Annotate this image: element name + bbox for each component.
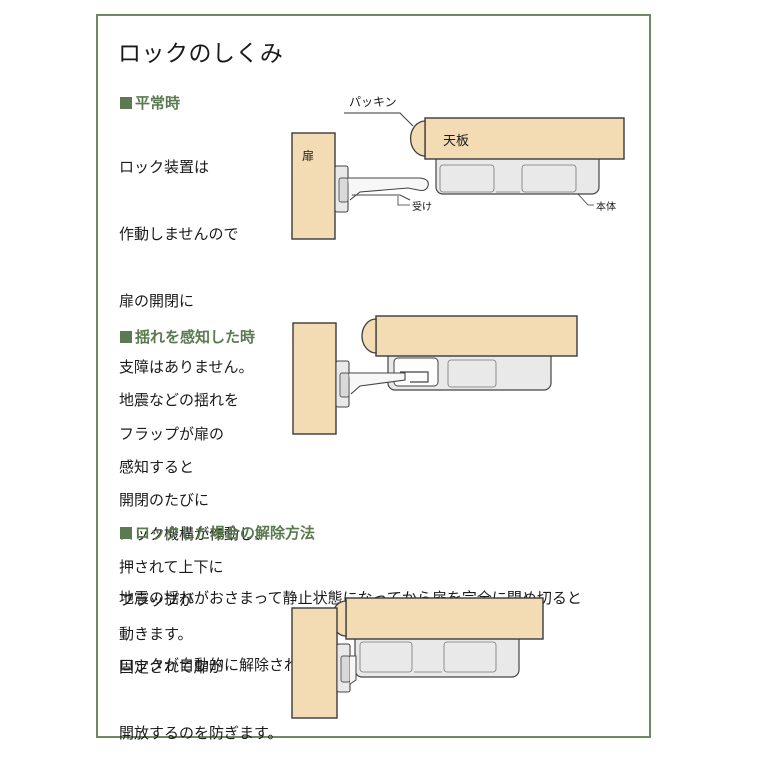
receiver-bracket-inner: [339, 372, 350, 398]
page-title: ロックのしくみ: [118, 41, 284, 67]
receiver-bracket-inner: [340, 655, 351, 683]
receiver-bracket-inner: [338, 177, 349, 203]
flap-shape: [348, 177, 429, 201]
text-line: フラップが: [119, 591, 195, 610]
text-line: 開放するのを防ぎます。: [119, 724, 283, 743]
top-board-shape: [345, 597, 544, 640]
text-line: フラップが扉の: [119, 424, 225, 443]
flap-shape: [349, 372, 406, 395]
leader-line: [577, 193, 594, 206]
leader-line: [397, 196, 410, 206]
text-line: ロック機構が作動し、: [119, 524, 270, 543]
receiver-arm: [352, 194, 411, 201]
text-line: 感知すると: [119, 458, 195, 477]
top-board-label: 天板: [443, 134, 469, 149]
top-board-shape: [424, 117, 625, 160]
section-heading-normal: 平常時: [120, 92, 180, 113]
main-body-label: 本体: [596, 200, 616, 213]
body-pocket: [447, 359, 497, 388]
receiver-label: 受け: [412, 201, 432, 213]
door-shape: [291, 132, 336, 240]
text-line: 動きます。: [119, 624, 193, 643]
text-line: 作動しませんので: [119, 225, 239, 244]
packing-shape: [409, 120, 426, 157]
text-line: 固定されて扉が: [119, 657, 224, 676]
lock-hook: [400, 371, 429, 383]
text-line: 扉の開閉に: [119, 291, 195, 310]
text-line: ロック装置は: [119, 158, 210, 177]
square-bullet-icon: [120, 97, 132, 109]
body-pocket: [359, 641, 413, 673]
packing-label: パッキン: [349, 95, 397, 109]
text-line: ロックが自動的に解除されます。: [119, 656, 343, 675]
square-bullet-icon: [120, 527, 132, 539]
top-board-shape: [375, 315, 578, 357]
section-heading-label: ロックした場合の解除方法: [135, 524, 316, 542]
section-heading-shaking: 揺れを感知した時: [120, 326, 255, 347]
door-shape: [291, 607, 338, 719]
body-pocket: [521, 164, 577, 193]
text-line: 押されて上下に: [119, 558, 224, 577]
body-pocket: [439, 164, 495, 193]
text-line: 開閉のたびに: [119, 491, 210, 510]
panel-frame: [96, 14, 651, 738]
section-body-shaking: 地震などの揺れを 感知すると ロック機構が作動し、 フラップが 固定されて扉が …: [119, 345, 283, 767]
body-pocket: [443, 641, 497, 673]
door-label: 扉: [302, 149, 314, 163]
section-body-normal: ロック装置は 作動しませんので 扉の開閉に 支障はありません。 フラップが扉の …: [119, 112, 254, 667]
packing-shape: [361, 318, 377, 354]
section-heading-label: 平常時: [135, 94, 181, 112]
flap-shape: [349, 655, 357, 685]
section-heading-release: ロックした場合の解除方法: [120, 522, 315, 543]
leader-line: [344, 112, 414, 127]
section-heading-label: 揺れを感知した時: [135, 328, 256, 346]
text-line: 支障はありません。: [119, 358, 254, 377]
text-line: 地震などの揺れを: [119, 391, 240, 410]
square-bullet-icon: [120, 331, 132, 343]
